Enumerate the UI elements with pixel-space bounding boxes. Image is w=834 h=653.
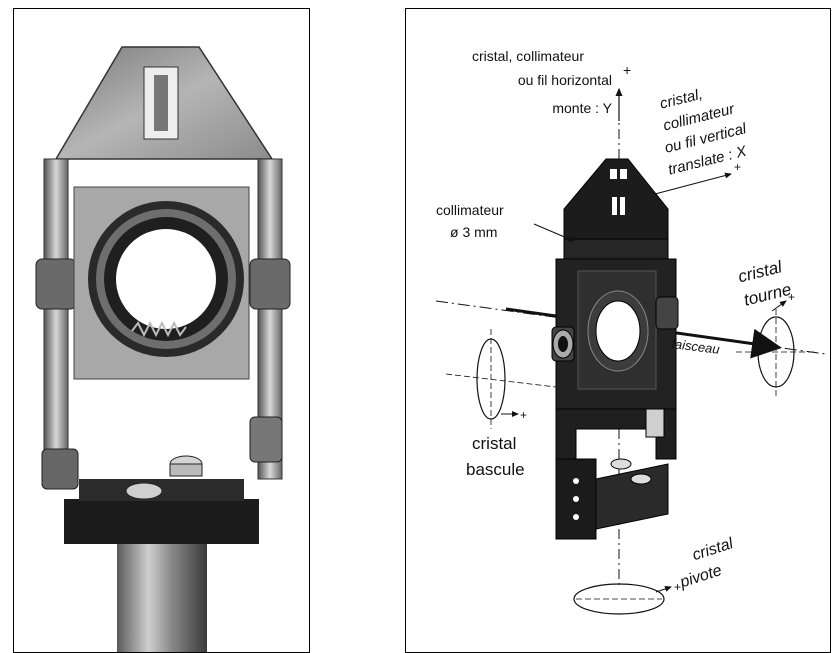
svg-text:+: + xyxy=(623,62,631,78)
pivot-label: cristal pivote xyxy=(677,535,736,592)
photo-panel xyxy=(13,8,310,653)
svg-text:cristal: cristal xyxy=(690,535,735,564)
support-post xyxy=(117,534,207,652)
diagram-panel: cristal, collimateur ou fil horizontal m… xyxy=(405,8,831,653)
left-rod xyxy=(43,158,69,480)
svg-text:pivote: pivote xyxy=(677,562,724,592)
rotate-plus: + xyxy=(788,290,795,304)
svg-text:monte : Y: monte : Y xyxy=(552,100,612,116)
svg-text:bascule: bascule xyxy=(466,460,525,479)
adjust-knob-1 xyxy=(125,482,163,500)
svg-text:cristal: cristal xyxy=(472,434,516,453)
left-clamp xyxy=(35,258,77,310)
svg-text:ø 3 mm: ø 3 mm xyxy=(450,224,497,240)
svg-text:ou fil horizontal: ou fil horizontal xyxy=(518,72,612,88)
spring xyxy=(131,320,187,338)
x-plus: + xyxy=(734,160,741,174)
crystal-holder-diagram: cristal, collimateur ou fil horizontal m… xyxy=(435,48,827,615)
vertical-axis-label: cristal, collimateur ou fil horizontal m… xyxy=(472,48,631,116)
right-clamp xyxy=(249,258,291,310)
svg-text:cristal, collimateur: cristal, collimateur xyxy=(472,48,584,64)
pivot-plus: + xyxy=(674,580,681,594)
svg-text:collimateur: collimateur xyxy=(436,202,504,218)
beam-label: faisceau xyxy=(671,336,721,357)
holder-body xyxy=(551,158,679,540)
crystal-holder-photo xyxy=(35,46,291,652)
pivot-ellipse xyxy=(573,583,665,615)
tilt-plus: + xyxy=(520,408,527,422)
crystal-aperture xyxy=(116,229,216,329)
tilt-label: cristal bascule xyxy=(466,434,525,479)
base-block xyxy=(64,499,259,544)
collimator-leader xyxy=(533,223,575,242)
collimator-label: collimateur ø 3 mm xyxy=(436,202,504,240)
